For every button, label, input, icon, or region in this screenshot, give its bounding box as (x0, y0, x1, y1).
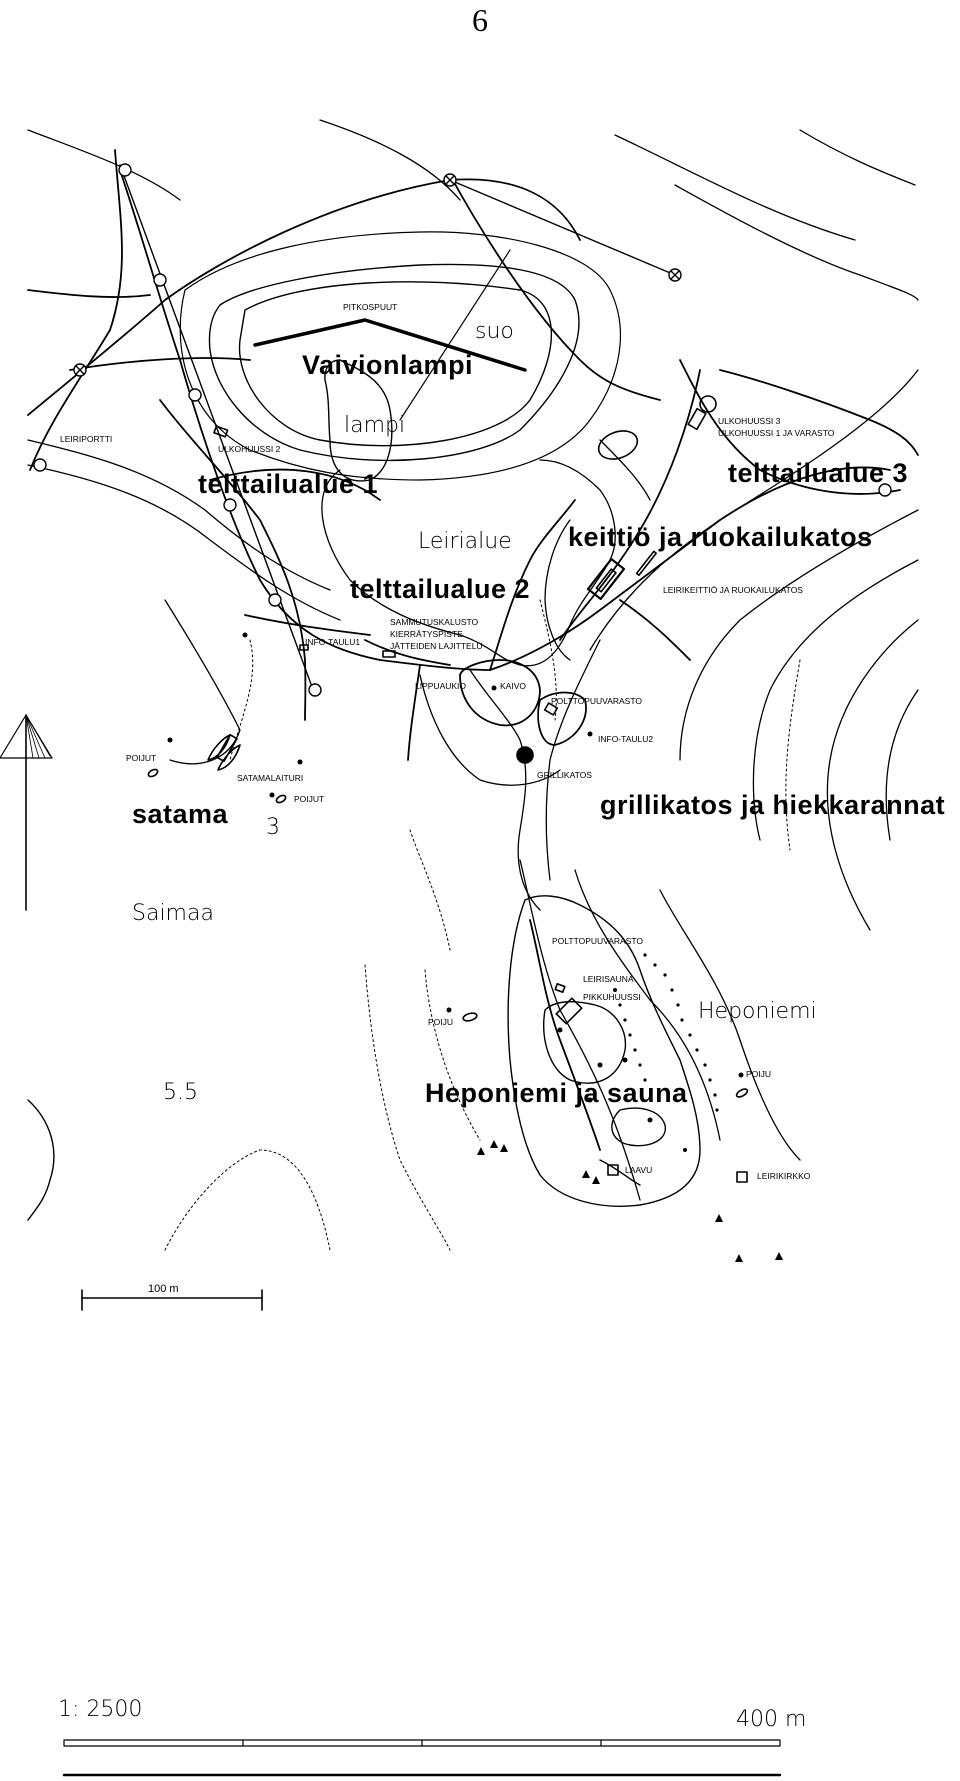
label-poijut2: POIJUT (294, 794, 324, 804)
buoy-icon (147, 768, 159, 778)
label-suo: suo (475, 319, 514, 344)
label-infotaulu2: INFO-TAULU2 (598, 734, 653, 744)
label-polttopuuvarasto2: POLTTOPUUVARASTO (552, 936, 643, 946)
boardwalk-branch (399, 249, 511, 421)
label-kaivo: KAIVO (500, 681, 526, 691)
trail-dots (167, 632, 744, 1152)
boardwalk (253, 318, 527, 372)
label-telttailualue3: telttailualue 3 (728, 458, 908, 488)
peninsula-outline (507, 895, 701, 1207)
label-heponiemi: Heponiemi (698, 999, 817, 1024)
bottom-scale-length: 400 m (736, 1707, 806, 1732)
label-poijut1: POIJUT (126, 753, 156, 763)
bottom-scale-ratio: 1: 2500 (58, 1697, 142, 1722)
label-jatteiden: JÄTTEIDEN LAJITTELU (390, 641, 483, 651)
label-keittio: keittiö ja ruokailukatos (568, 522, 873, 552)
lake-area (179, 231, 621, 482)
kitchen-icon (586, 558, 626, 600)
outhouse-3-icon (687, 407, 707, 431)
label-pitkospuut: PITKOSPUUT (343, 302, 397, 312)
label-ulkohuussi1: ULKOHUUSSI 1 JA VARASTO (718, 428, 835, 438)
label-telttailualue2: telttailualue 2 (350, 574, 530, 604)
label-grillikatos: GRILLIKATOS (537, 770, 592, 780)
firewood-storage-icon (543, 702, 559, 716)
label-depth: 5.5 (163, 1080, 198, 1105)
label-ulkohuussi3: ULKOHUUSSI 3 (718, 416, 781, 426)
label-lampi: lampi (344, 413, 405, 438)
label-grillikatos-big: grillikatos ja hiekkarannat (600, 790, 945, 820)
label-satama-num: 3 (266, 815, 280, 840)
label-kierratyspiste: KIERRÄTYSPISTE (390, 629, 463, 639)
tree-symbols (477, 1140, 783, 1262)
firewood-storage-2-icon (554, 983, 566, 993)
label-telttailualue1: telttailualue 1 (198, 469, 378, 499)
page-number: 6 (472, 2, 488, 38)
recycling-icon (382, 650, 396, 658)
label-poiju1: POIJU (428, 1017, 453, 1027)
label-laavu: LAAVU (625, 1165, 652, 1175)
label-heponiemi-sauna: Heponiemi ja sauna (425, 1078, 688, 1108)
label-satamalaituri: SATAMALAITURI (237, 773, 303, 783)
label-saimaa: Saimaa (132, 901, 214, 926)
outhouse-1-icon (699, 395, 717, 413)
map-labels: PITKOSPUUT suo Vaivionlampi lampi ULKOHU… (60, 302, 945, 1181)
label-leiriportti: LEIRIPORTTI (60, 434, 112, 444)
label-lippuaukio: LIPPUAUKIO (415, 681, 466, 691)
power-line (33, 163, 892, 697)
north-arrow-icon (0, 714, 53, 911)
roads (27, 149, 919, 1151)
label-polttopuuvarasto1: POLTTOPUUVARASTO (551, 696, 642, 706)
camp-area-boundary (321, 439, 651, 911)
label-infotaulu1: INFO-TAULU1 (305, 637, 360, 647)
laavu-icon (607, 1164, 619, 1176)
shoreline-dotted (164, 599, 801, 1251)
grill-shelter-icon (516, 746, 534, 764)
label-leirialue: Leirialue (418, 529, 512, 554)
label-vaivionlampi: Vaivionlampi (302, 350, 473, 380)
structures (147, 395, 749, 1183)
label-ulkohuussi2: ULKOHUUSSI 2 (218, 444, 281, 454)
label-leirikeittio: LEIRIKEITTIÖ JA RUOKAILUKATOS (663, 585, 803, 595)
label-sammutuskalusto: SAMMUTUSKALUSTO (390, 617, 479, 627)
info-board-1-icon (299, 644, 309, 651)
scale-bar-label: 100 m (148, 1283, 179, 1295)
label-leirisauna: LEIRISAUNA (583, 974, 634, 984)
label-satama: satama (132, 799, 229, 829)
label-pikkuhuussi: PIKKUHUUSSI (583, 992, 641, 1002)
harbor-pier-icon (216, 733, 238, 763)
shore-curve (27, 1099, 55, 1221)
label-poiju2: POIJU (746, 1069, 771, 1079)
sauna-icon (555, 997, 583, 1025)
church-icon (736, 1171, 748, 1183)
bottom-scale-bar (62, 1739, 782, 1777)
label-leirikirkko: LEIRIKIRKKO (757, 1171, 811, 1181)
scale-bar-100m (81, 1289, 263, 1311)
outhouse-2-icon (213, 425, 229, 438)
